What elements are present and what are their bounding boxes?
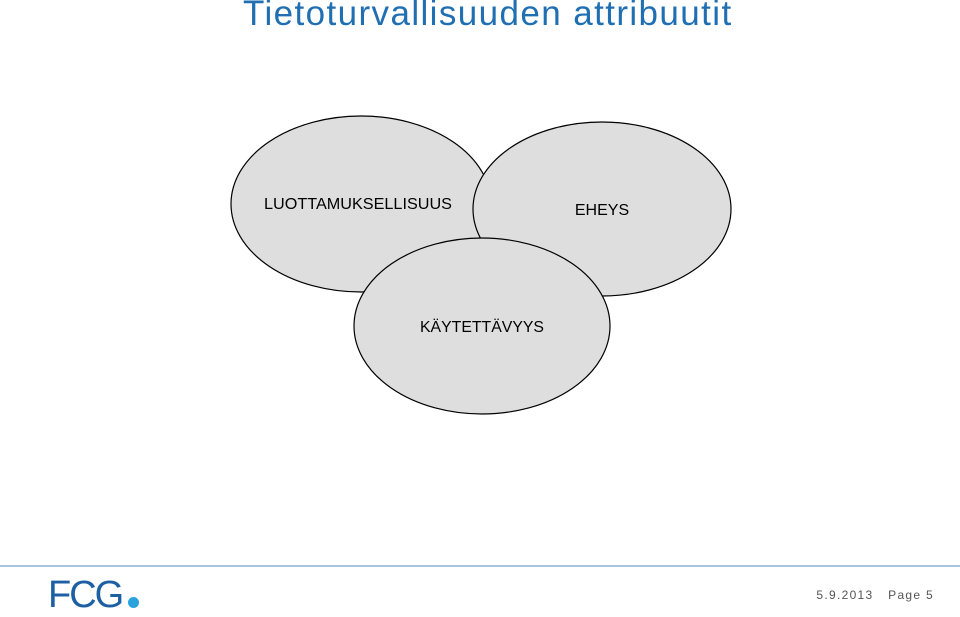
venn-diagram: LUOTTAMUKSELLISUUS EHEYS KÄYTETTÄVYYS [230,115,732,415]
logo-wordmark: FCG [48,574,124,616]
logo-dot-icon [128,596,140,608]
fcg-logo: FCG [48,574,140,616]
ellipse-kaytettavyys [353,237,611,415]
footer-meta: 5.9.2013 Page 5 [816,588,934,602]
page-number: Page 5 [888,588,934,602]
label-kaytettavyys: KÄYTETTÄVYYS [420,318,544,336]
slide-title: Tietoturvallisuuden attribuutit [243,0,733,33]
footer-divider [0,565,960,567]
label-eheys: EHEYS [575,202,629,219]
label-luottamuksellisuus: LUOTTAMUKSELLISUUS [264,196,452,213]
slide-date: 5.9.2013 [816,588,874,602]
ellipse-kaytettavyys-shape [353,237,611,415]
